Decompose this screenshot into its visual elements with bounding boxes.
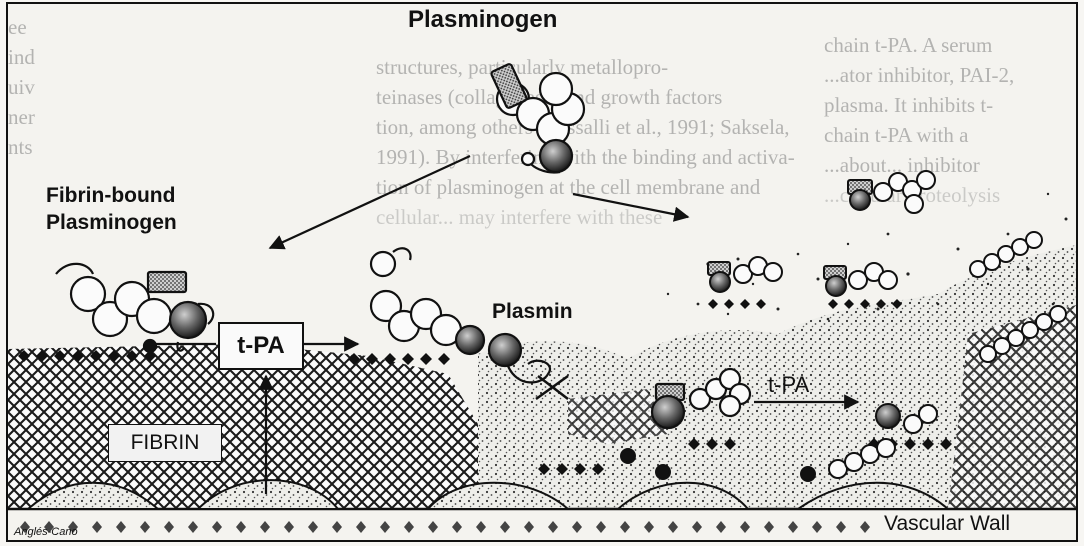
label-plasminogen: Plasminogen: [408, 6, 557, 34]
tpa-box: t-PA: [218, 322, 304, 370]
fibrin-label-box: FIBRIN: [108, 424, 222, 462]
label-tpa-right: t-PA: [768, 372, 809, 398]
fibrin-label: FIBRIN: [131, 431, 200, 455]
diagram-frame: ee ind uiv ner nts structures, particula…: [6, 2, 1078, 542]
fibrin-bound-plasminogen-molecule: [56, 264, 213, 352]
arrow-plasminogen-to-fibrin-bound: [270, 156, 470, 248]
label-plasmin: Plasmin: [492, 300, 573, 324]
label-fibrin-bound-line2: Plasminogen: [46, 211, 177, 235]
arrow-plasminogen-to-lysis: [573, 194, 688, 217]
free-plasminogen-molecule: [491, 63, 584, 172]
label-vascular-wall: Vascular Wall: [880, 512, 1014, 536]
tpa-box-label: t-PA: [237, 332, 285, 360]
credit-label: Anglés-Cano: [14, 526, 78, 538]
plasmin-bound-molecule: [371, 248, 484, 354]
label-fibrin-bound-line1: Fibrin-bound: [46, 184, 175, 208]
